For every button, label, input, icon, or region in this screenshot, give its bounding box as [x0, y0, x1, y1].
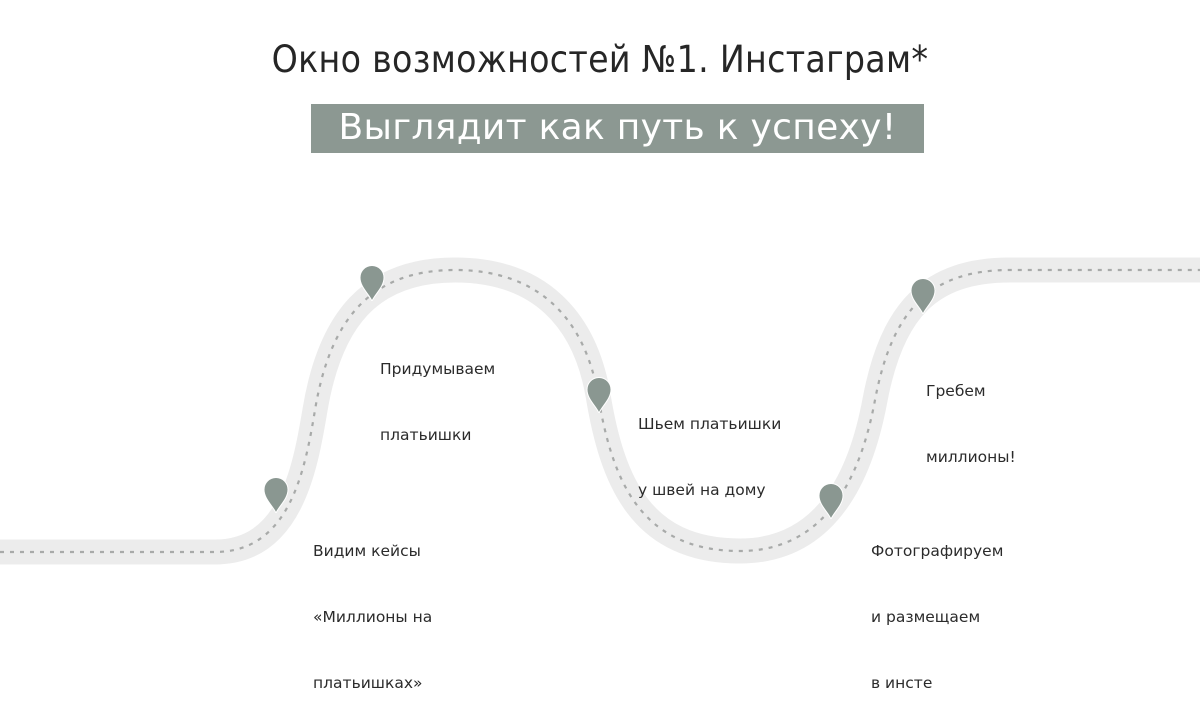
step-3-label: Шьем платьишки у швей на дому [638, 369, 781, 523]
step-1-label: Видим кейсы «Миллионы на платьишках» [313, 496, 432, 716]
step-4-line-2: и размещаем [871, 608, 981, 626]
step-4-label: Фотографируем и размещаем в инсте [871, 496, 1003, 716]
step-5-line-2: миллионы! [926, 448, 1016, 466]
map-pin-icon [263, 477, 289, 513]
map-pin-icon [586, 377, 612, 413]
step-3-line-1: Шьем платьишки [638, 415, 782, 433]
step-2-line-2: платьишки [380, 426, 472, 444]
step-5-label: Гребем миллионы! [926, 336, 1016, 490]
step-1-line-3: платьишках» [313, 674, 423, 692]
step-2-label: Придумываем платьишки [380, 314, 495, 468]
road-center-dashes [0, 268, 1200, 554]
slide-title: Окно возможностей №1. Инстаграм* [271, 38, 929, 81]
map-pin-icon [818, 483, 844, 519]
step-3-line-2: у швей на дому [638, 481, 766, 499]
step-4-line-3: в инсте [871, 674, 933, 692]
map-pin-icon [910, 278, 936, 314]
winding-road [0, 257, 1200, 565]
subtitle-banner: Выглядит как путь к успеху! [311, 104, 924, 153]
step-4-line-1: Фотографируем [871, 542, 1004, 560]
step-1-line-1: Видим кейсы [313, 542, 421, 560]
step-1-line-2: «Миллионы на [313, 608, 433, 626]
step-5-line-1: Гребем [926, 382, 986, 400]
subtitle-banner-text: Выглядит как путь к успеху! [338, 107, 897, 148]
step-2-line-1: Придумываем [380, 360, 496, 378]
map-pin-icon [359, 265, 385, 301]
